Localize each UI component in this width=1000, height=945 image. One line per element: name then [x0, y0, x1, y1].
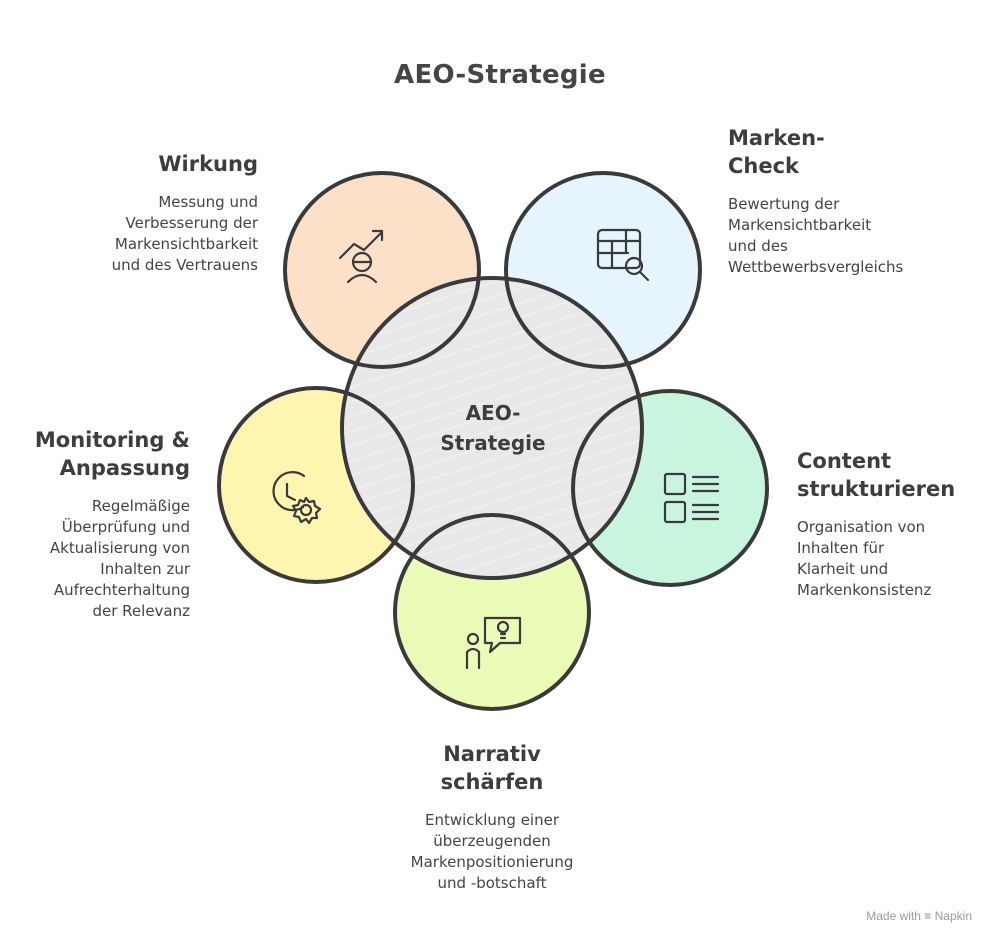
- content-circle: [571, 389, 769, 587]
- center-label-text: AEO-Strategie: [440, 401, 546, 455]
- checklist-icon: [663, 472, 720, 524]
- credit[interactable]: Made with ≡ Napkin: [866, 909, 972, 923]
- center-circle: [340, 276, 644, 580]
- monitoring-heading: Monitoring &Anpassung: [34, 428, 190, 480]
- wirkung-circle: [283, 171, 481, 369]
- napkin-logo-icon: ≡: [924, 909, 932, 923]
- wirkung-heading: Wirkung: [158, 152, 258, 176]
- narrativ-circle: [393, 513, 591, 711]
- diagram-title: AEO-Strategie: [394, 60, 606, 90]
- person-idea-icon: [465, 616, 522, 670]
- credit-brand: Napkin: [934, 909, 972, 923]
- marken-check-heading: Marken-Check: [728, 126, 825, 178]
- center-label: AEO-Strategie: [420, 398, 566, 458]
- credit-prefix: Made with: [866, 909, 921, 923]
- marken-check-circle: [504, 171, 702, 369]
- growth-person-icon: [338, 229, 384, 284]
- monitoring-circle: [217, 386, 415, 584]
- clock-gear-icon: [272, 471, 322, 525]
- table-search-icon: [596, 228, 650, 282]
- center-hatch: [342, 278, 642, 578]
